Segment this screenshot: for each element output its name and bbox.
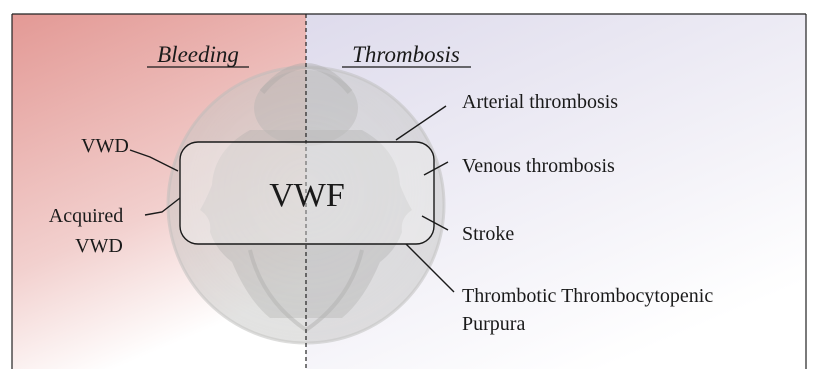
vwf-center-label: VWF bbox=[269, 177, 345, 214]
label-ttp-line2: Purpura bbox=[462, 313, 525, 335]
thrombosis-heading: Thrombosis bbox=[352, 42, 460, 67]
label-vwd: VWD bbox=[81, 135, 129, 157]
bleeding-heading: Bleeding bbox=[157, 42, 239, 67]
label-arterial-thrombosis: Arterial thrombosis bbox=[462, 91, 618, 113]
label-venous-thrombosis: Venous thrombosis bbox=[462, 155, 615, 177]
label-stroke: Stroke bbox=[462, 223, 514, 245]
label-ttp-line1: Thrombotic Thrombocytopenic bbox=[462, 285, 713, 307]
label-acquired-vwd-line1: Acquired bbox=[49, 205, 123, 227]
label-acquired-vwd-line2: VWD bbox=[75, 235, 123, 257]
